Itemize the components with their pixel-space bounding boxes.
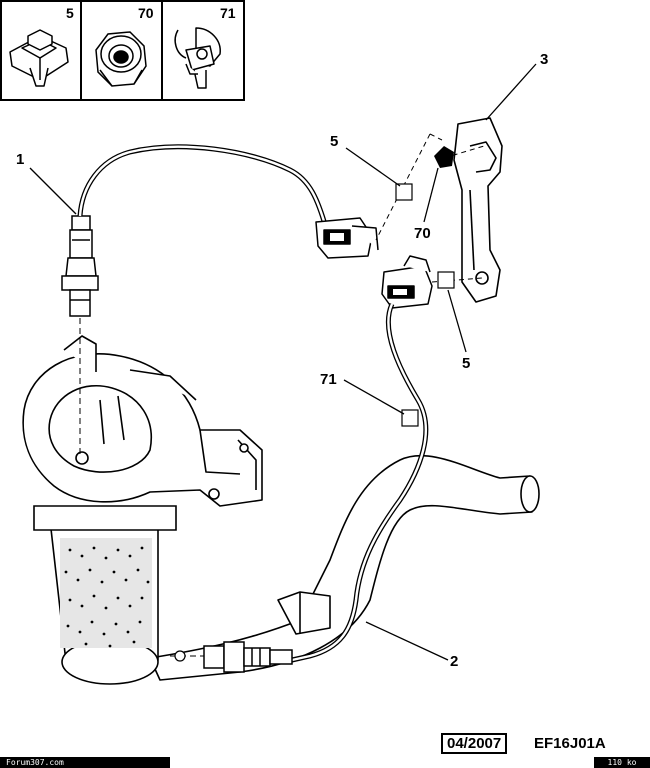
downstream-oxygen-sensor	[203, 641, 293, 673]
callout-5-upper: 5	[330, 133, 338, 150]
legend-number-71: 71	[220, 5, 236, 21]
nut-icon	[95, 31, 147, 87]
downstream-harness	[291, 303, 427, 662]
legend-number-5: 5	[66, 5, 74, 21]
date-stamp: 04/2007	[441, 733, 508, 754]
footer-size-label: 110 ko	[594, 757, 650, 768]
callout-70: 70	[414, 225, 431, 242]
sensor-boss	[174, 650, 186, 662]
catalytic-converter	[33, 505, 177, 685]
harness-clip-icon	[174, 27, 221, 89]
callout-5-lower: 5	[462, 355, 470, 372]
connector-bracket	[453, 117, 503, 303]
upstream-harness	[78, 145, 328, 229]
assembly-guide-lines	[375, 133, 485, 283]
leader-lines	[29, 63, 537, 661]
clip-marker-71	[401, 409, 419, 427]
exhaust-manifold	[22, 335, 263, 507]
clip-marker-5-upper	[395, 183, 413, 201]
upstream-connector	[315, 217, 379, 259]
upstream-oxygen-sensor	[61, 215, 99, 317]
footer-site-label: Forum307.com	[0, 757, 170, 768]
clip-marker-5-lower	[437, 271, 455, 289]
legend-number-70: 70	[138, 5, 154, 21]
downstream-connector	[381, 255, 433, 309]
converter-texture	[64, 546, 150, 648]
clip-icon	[9, 29, 69, 87]
callout-3: 3	[540, 51, 548, 68]
upstream-harness-outline	[77, 144, 329, 229]
callout-1: 1	[16, 151, 24, 168]
drawing-code: EF16J01A	[534, 735, 606, 752]
callout-71: 71	[320, 371, 337, 388]
bracket-nut	[434, 146, 454, 168]
callout-2: 2	[450, 653, 458, 670]
exhaust-pipe	[149, 455, 540, 681]
